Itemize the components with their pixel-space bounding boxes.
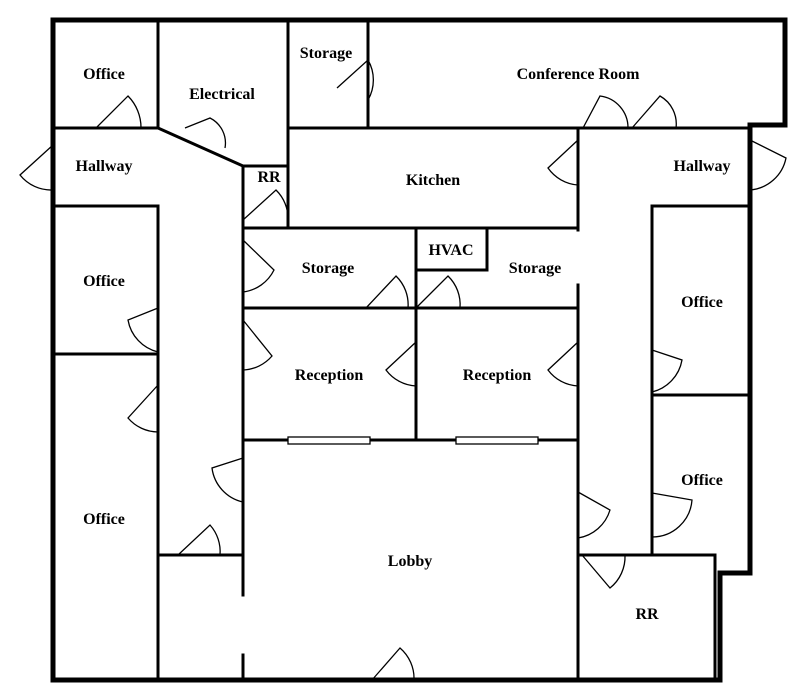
room-label-hallway-right: Hallway xyxy=(674,158,731,175)
door xyxy=(19,144,54,191)
interior-walls xyxy=(51,18,752,682)
door xyxy=(365,275,409,309)
room-label-kitchen: Kitchen xyxy=(406,172,460,189)
door xyxy=(95,95,142,129)
room-label-office-top-left: Office xyxy=(83,66,125,83)
room-label-reception-left: Reception xyxy=(295,367,364,384)
wall xyxy=(414,226,489,272)
exterior-wall xyxy=(50,17,788,683)
door xyxy=(242,189,289,221)
room-label-storage-top: Storage xyxy=(300,45,352,62)
door xyxy=(336,58,375,101)
door xyxy=(547,139,579,186)
room-label-storage-center-right: Storage xyxy=(509,260,561,277)
wall xyxy=(156,126,290,168)
window xyxy=(287,436,371,445)
door xyxy=(631,95,677,129)
door xyxy=(211,457,244,503)
door xyxy=(577,491,611,539)
room-label-electrical: Electrical xyxy=(189,86,255,103)
room-label-office-right-lower: Office xyxy=(681,472,723,489)
door xyxy=(242,319,273,371)
window xyxy=(455,436,539,445)
room-label-conference-room: Conference Room xyxy=(517,66,640,83)
door xyxy=(127,307,159,353)
door xyxy=(749,139,787,191)
door xyxy=(581,554,626,589)
door xyxy=(651,349,683,393)
door xyxy=(184,117,227,149)
door xyxy=(127,384,159,433)
room-label-restroom-bottom-right: RR xyxy=(635,606,659,623)
room-label-office-left-mid: Office xyxy=(83,273,125,290)
door xyxy=(371,647,415,681)
room-label-storage-center-left: Storage xyxy=(302,260,354,277)
wall xyxy=(576,553,717,682)
door xyxy=(177,524,221,556)
door xyxy=(582,95,629,129)
room-label-office-right-upper: Office xyxy=(681,294,723,311)
room-label-hvac: HVAC xyxy=(428,242,473,259)
room-labels: Office Electrical Storage Conference Roo… xyxy=(76,45,731,623)
windows xyxy=(287,436,539,445)
room-label-restroom-small: RR xyxy=(257,169,281,186)
door xyxy=(547,341,579,387)
door xyxy=(385,341,417,387)
room-label-office-left-bottom: Office xyxy=(83,511,125,528)
room-label-lobby: Lobby xyxy=(388,553,432,570)
room-label-hallway-left: Hallway xyxy=(76,158,133,175)
room-label-reception-right: Reception xyxy=(463,367,532,384)
door xyxy=(242,239,275,293)
wall xyxy=(156,553,245,597)
door xyxy=(651,492,693,538)
wall xyxy=(51,204,160,682)
door xyxy=(415,275,461,309)
doors xyxy=(19,58,787,681)
